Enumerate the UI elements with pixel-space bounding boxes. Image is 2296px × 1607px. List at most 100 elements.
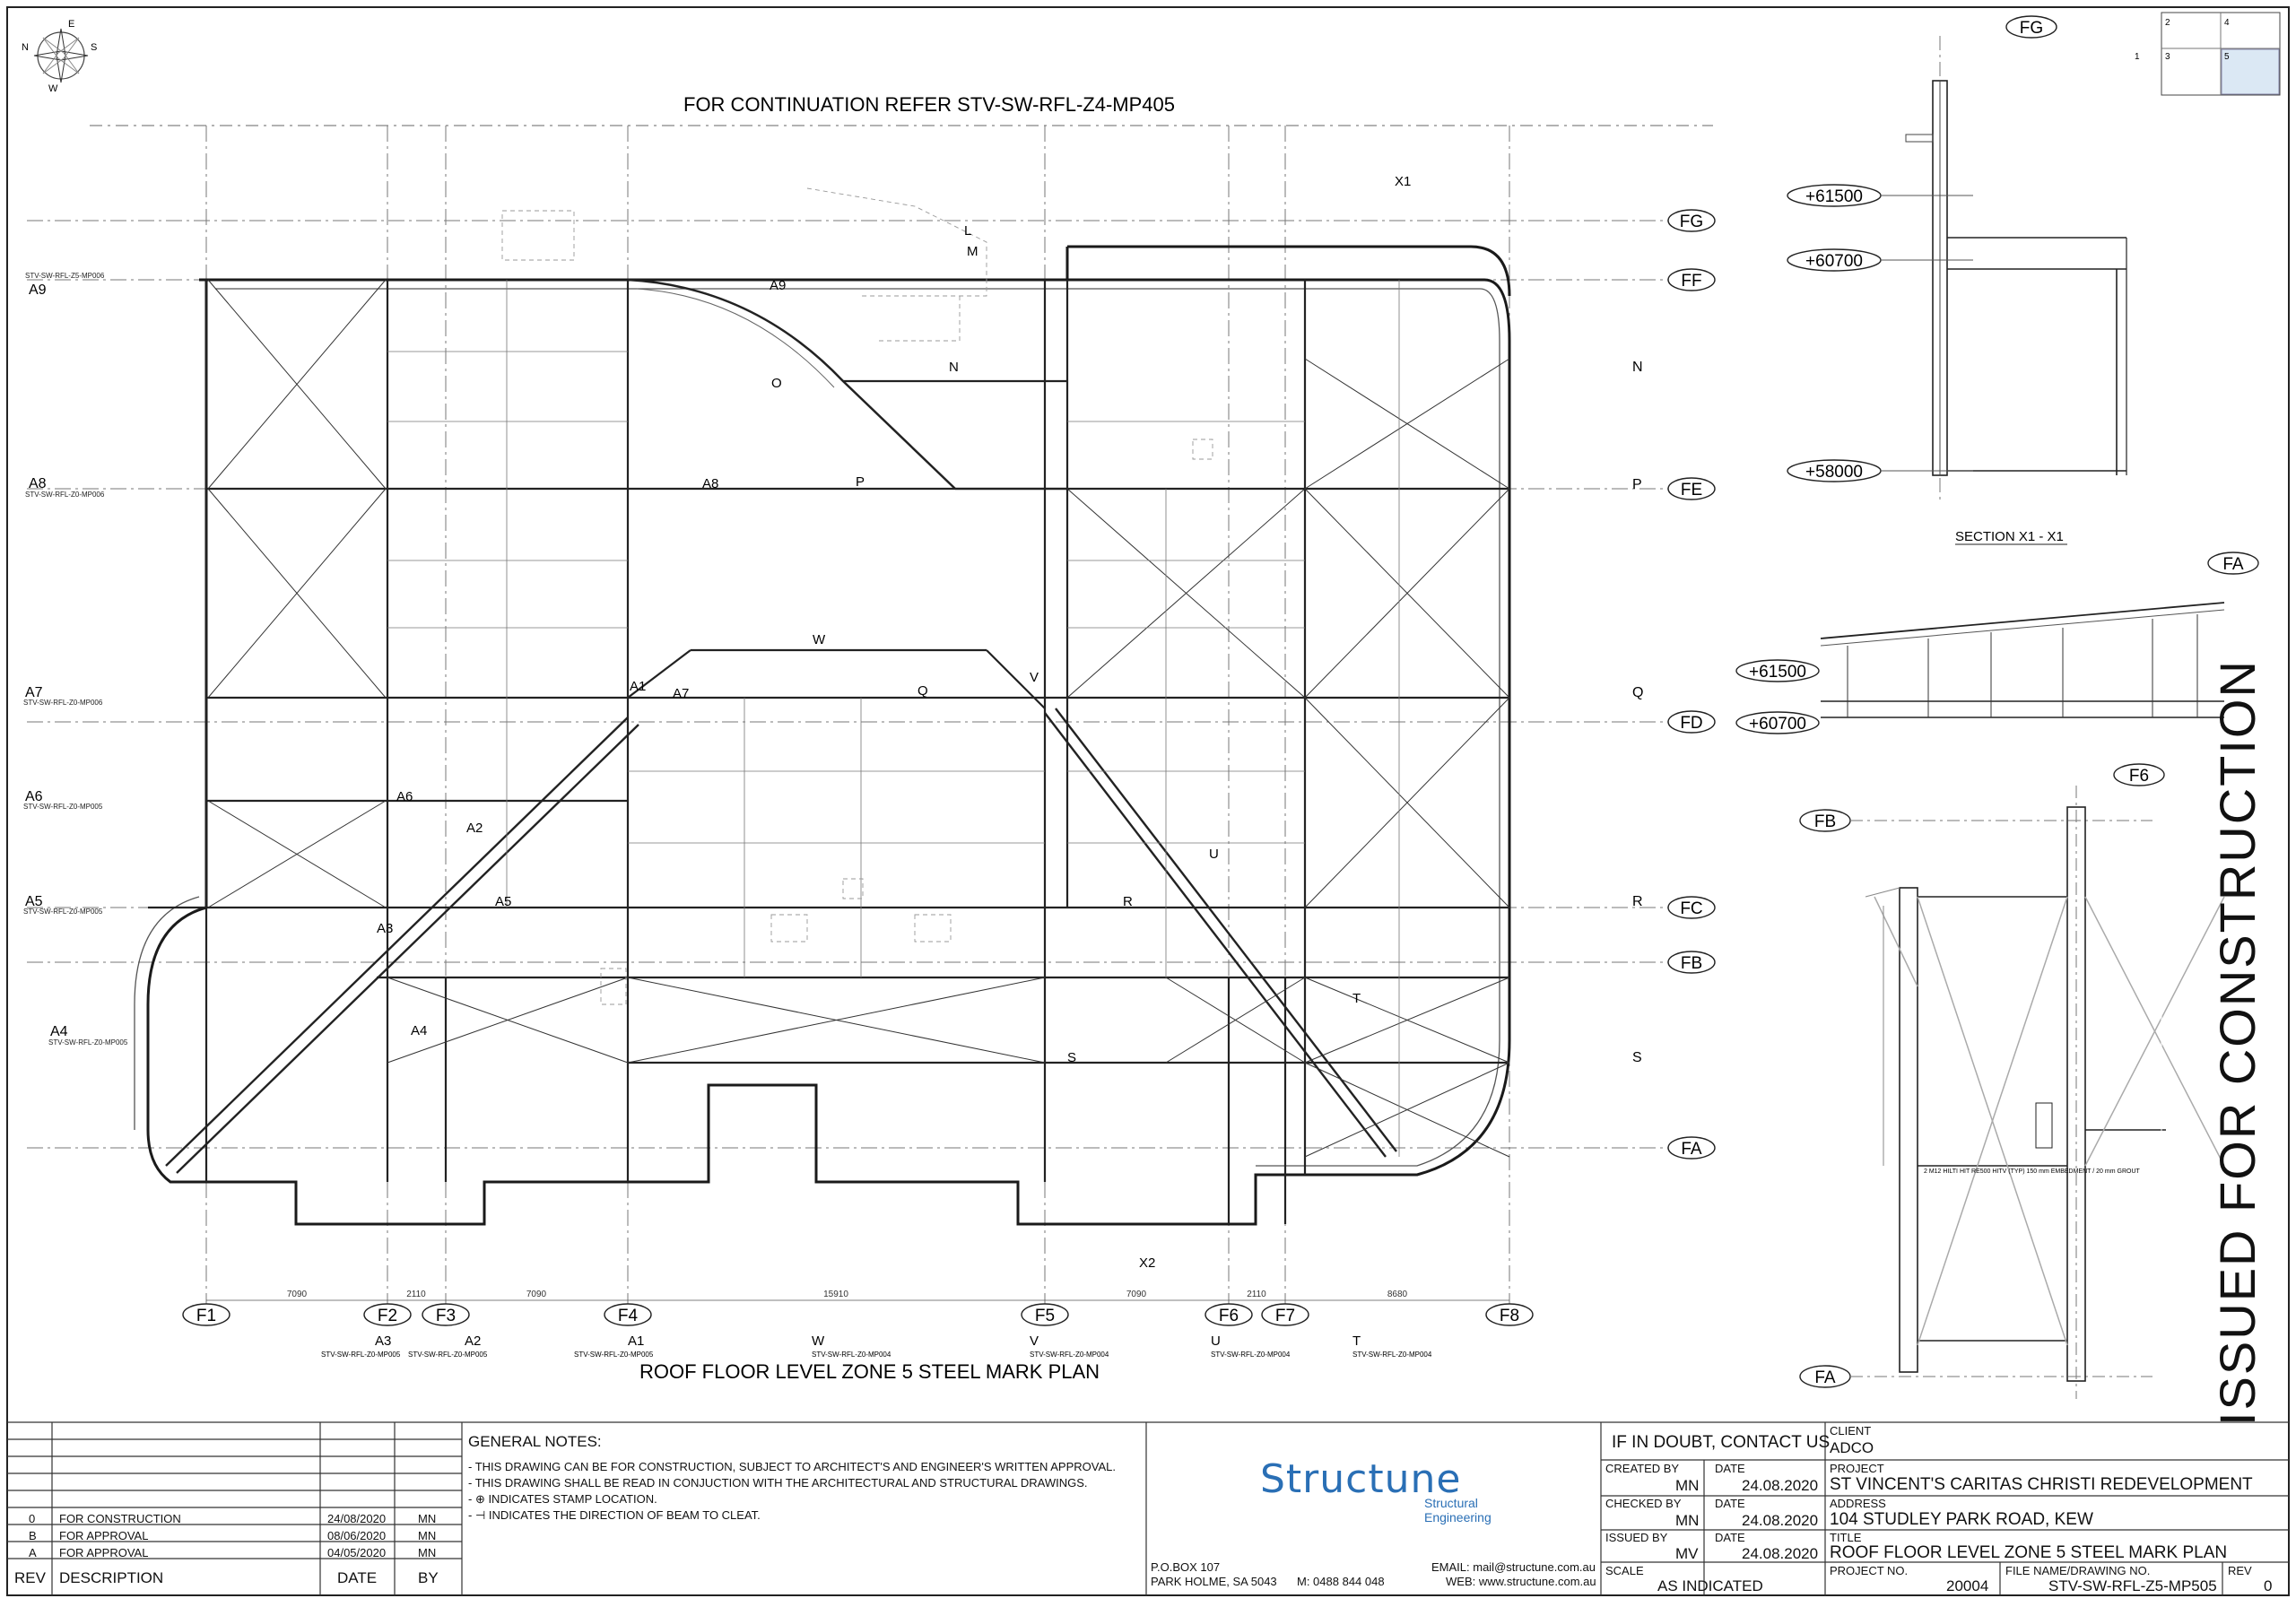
rev-a-date: 04/05/2020	[327, 1546, 387, 1559]
section-p: P	[1632, 477, 1642, 492]
key-cell: 1	[2135, 52, 2140, 62]
key-cell: 5	[2224, 52, 2230, 62]
col-dim: 8680	[1387, 1290, 1408, 1299]
mark-a6: A6	[396, 789, 413, 804]
project-label: PROJECT	[1830, 1462, 1884, 1475]
mark-o: O	[771, 376, 782, 391]
steel-inner-outline	[134, 288, 1500, 1167]
date-header: DATE	[337, 1569, 378, 1586]
address-label: ADDRESS	[1830, 1497, 1886, 1510]
drawing-title: ROOF FLOOR LEVEL ZONE 5 STEEL MARK PLAN	[1830, 1543, 2228, 1562]
scale: AS INDICATED	[1657, 1577, 1763, 1594]
section-a9: A9	[29, 282, 47, 298]
if-in-doubt: IF IN DOUBT, CONTACT US	[1612, 1433, 1831, 1452]
sheet-border	[6, 6, 2290, 1596]
title-label: TITLE	[1830, 1531, 1862, 1544]
right-section-marks: N P Q R S	[1632, 360, 1643, 1065]
section-fa-label: FA	[2222, 555, 2244, 574]
general-note-1: - THIS DRAWING CAN BE FOR CONSTRUCTION, …	[468, 1460, 1116, 1473]
company-logo: Structune	[1260, 1456, 1462, 1502]
rev-b: B	[29, 1529, 37, 1542]
level-61500: +61500	[1805, 187, 1863, 206]
section-ref: STV-SW-RFL-Z0-MP006	[25, 491, 105, 499]
f6-note: 2 M12 HILTI HIT RE500 HITV (TYP) 150 mm …	[1924, 1168, 2140, 1175]
section-ref: STV-SW-RFL-Z0-MP005	[48, 1038, 128, 1047]
mark-w: W	[813, 632, 826, 647]
mark-n: N	[949, 360, 959, 375]
level-60700: +60700	[1805, 252, 1863, 271]
detail-f6-label: F6	[2129, 767, 2149, 786]
section-q: Q	[1632, 685, 1643, 700]
mark-a9: A9	[770, 278, 786, 293]
grid-col-f4: F4	[618, 1307, 639, 1325]
company-email: EMAIL: mail@structune.com.au	[1431, 1560, 1596, 1574]
interior-section-marks: A9 A8 A7 A6 A5 A4 A3 A2 A1 W Q V O N P L…	[377, 174, 1411, 1271]
rev-label: REV	[2228, 1564, 2252, 1577]
compass-s: S	[91, 42, 97, 53]
section-ref: STV-SW-RFL-Z0-MP005	[23, 803, 103, 811]
compass-e: E	[68, 19, 74, 30]
mark-x1: X1	[1395, 174, 1411, 189]
grid-lines	[27, 126, 1668, 1305]
left-section-marks: A9 A8 A7 A6 A5 A4	[25, 282, 68, 1039]
diagonal-beams	[165, 708, 1397, 1174]
mark-u: U	[1209, 847, 1219, 862]
mark-a5: A5	[495, 894, 511, 909]
section-x1-title: SECTION X1 - X1	[1955, 529, 2064, 544]
detail-fa-label: FA	[1814, 1368, 1836, 1387]
continuation-heading: FOR CONTINUATION REFER STV-SW-RFL-Z4-MP4…	[683, 93, 1175, 116]
col-dim: 7090	[526, 1290, 547, 1299]
mark-x2: X2	[1139, 1255, 1155, 1271]
drawing-number: STV-SW-RFL-Z5-MP505	[2048, 1577, 2217, 1594]
company-sub1: Structural	[1424, 1496, 1478, 1510]
compass-icon: N S E W	[22, 19, 97, 94]
col-dim: 15910	[823, 1290, 848, 1299]
grid-row-fe: FE	[1681, 481, 1702, 499]
compass-n: N	[22, 42, 29, 53]
fa-level-61500: +61500	[1749, 663, 1806, 682]
section-a4: A4	[50, 1024, 68, 1039]
rev-a-by: MN	[418, 1546, 437, 1559]
date-label-3: DATE	[1715, 1531, 1745, 1544]
key-cell: 2	[2165, 18, 2170, 28]
company-address2: PARK HOLME, SA 5043	[1151, 1575, 1277, 1588]
grid-col-f6: F6	[1219, 1307, 1239, 1325]
mark-a8: A8	[702, 476, 718, 491]
mark-s: S	[1067, 1050, 1076, 1065]
grid-col-f3: F3	[436, 1307, 456, 1325]
bottom-ref: STV-SW-RFL-Z0-MP005	[408, 1351, 488, 1359]
mark-a4: A4	[411, 1023, 427, 1038]
bottom-mark: A1	[628, 1333, 644, 1349]
company-sub2: Engineering	[1424, 1510, 1492, 1524]
project-no: 20004	[1946, 1577, 1989, 1594]
section-s: S	[1632, 1050, 1642, 1065]
steel-outline	[146, 245, 1511, 1226]
bottom-mark: U	[1211, 1333, 1221, 1349]
key-cell: 3	[2165, 52, 2170, 62]
grid-col-f8: F8	[1500, 1307, 1519, 1325]
grid-col-labels: F1 F2 F3 F4 F5 F6 F7 F8	[196, 1307, 1519, 1325]
mark-q: Q	[918, 683, 928, 699]
address: 104 STUDLEY PARK ROAD, KEW	[1830, 1510, 2093, 1529]
general-notes-title: GENERAL NOTES:	[468, 1433, 602, 1450]
col-dim: 7090	[287, 1290, 308, 1299]
mark-l: L	[964, 223, 971, 239]
rev-0-date: 24/08/2020	[327, 1512, 387, 1525]
col-dim: 2110	[406, 1290, 426, 1299]
bottom-ref: STV-SW-RFL-Z0-MP004	[1030, 1351, 1109, 1359]
grid-col-f2: F2	[378, 1307, 397, 1325]
checked-date: 24.08.2020	[1742, 1512, 1819, 1529]
grid-row-labels: FG FF FE FD FC FB FA	[1680, 213, 1703, 1159]
rev-value: 0	[2264, 1577, 2273, 1594]
col-dim: 7090	[1126, 1290, 1147, 1299]
project-no-label: PROJECT NO.	[1830, 1564, 1909, 1577]
general-note-3: - ⊕ INDICATES STAMP LOCATION.	[468, 1492, 657, 1506]
rev-b-by: MN	[418, 1529, 437, 1542]
section-r: R	[1632, 894, 1643, 909]
grid-row-fd: FD	[1680, 714, 1702, 733]
grid-row-fa: FA	[1681, 1140, 1702, 1159]
created-by: MN	[1675, 1477, 1700, 1494]
created-by-label: CREATED BY	[1605, 1462, 1680, 1475]
date-label-1: DATE	[1715, 1462, 1745, 1475]
left-section-refs: STV-SW-RFL-Z5-MP006 STV-SW-RFL-Z0-MP006 …	[23, 272, 128, 1047]
